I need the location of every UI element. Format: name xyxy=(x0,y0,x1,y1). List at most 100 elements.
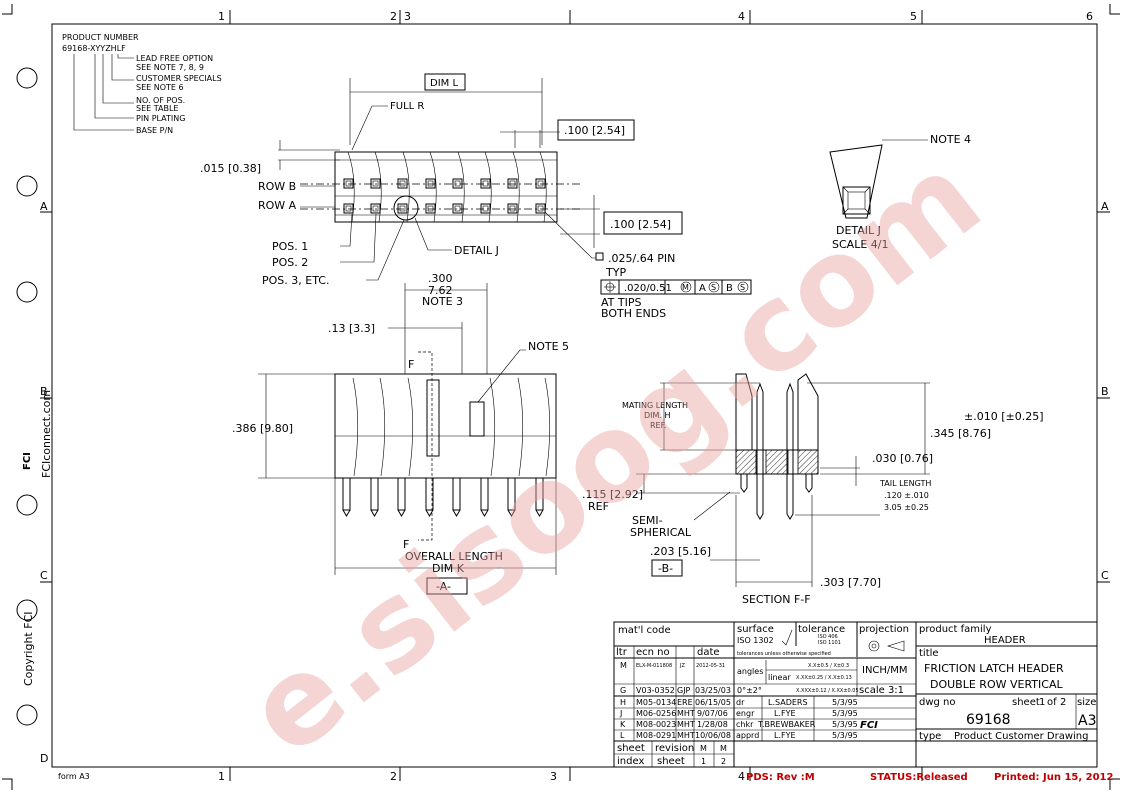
pos2-label: POS. 2 xyxy=(272,256,308,269)
sign-date: 5/3/95 xyxy=(832,731,858,740)
lin-tol-2: X.XX±0.25 / X.X±0.13 xyxy=(796,675,852,681)
type-value: Product Customer Drawing xyxy=(954,731,1088,742)
row-letter: C xyxy=(1101,569,1109,582)
datum-a: -A- xyxy=(436,580,451,593)
title-label: title xyxy=(919,648,939,659)
dim-l-label: DIM L xyxy=(430,78,458,89)
dim-115: .115 [2.92] xyxy=(582,488,643,501)
sheet-size: A3 xyxy=(1078,713,1096,729)
datum-b-box xyxy=(651,559,683,577)
dim-762: 7.62 xyxy=(428,284,453,297)
tol-a: A xyxy=(699,283,706,294)
row-letter: C xyxy=(40,569,48,582)
semi-label-1: SEMI- xyxy=(632,514,663,527)
sign-role: engr xyxy=(736,709,755,718)
rev-date: 9/07/06 xyxy=(697,709,728,718)
semi-label-2: SPHERICAL xyxy=(630,526,692,539)
rev-ltr: L xyxy=(620,731,625,740)
tol-value: .020/0.51 xyxy=(624,283,672,294)
dim-203: .203 [5.16] xyxy=(650,545,711,558)
iso1302: ISO 1302 xyxy=(737,636,774,645)
projection-symbol xyxy=(868,640,880,652)
rev-ecn: ELX-M-011808 xyxy=(636,663,672,669)
both-ends-label: BOTH ENDS xyxy=(601,307,666,320)
pitch-top-label: .100 [2.54] xyxy=(564,124,625,137)
rev-ltr: J xyxy=(619,709,622,718)
surface-label: surface xyxy=(737,624,774,635)
part-number: 69168-XYYZHLF xyxy=(62,44,126,53)
size-label: size xyxy=(1077,697,1096,708)
sheet-row-label: sheet xyxy=(617,743,645,754)
legend-line: NO. OF POS. xyxy=(136,96,185,105)
section-view: MATING LENGTH DIM. H REF. ±.010 [±0.25] … xyxy=(582,373,1044,606)
sign-role: apprd xyxy=(736,731,759,740)
dwg-number: 69168 xyxy=(966,712,1011,728)
dim-box xyxy=(424,73,466,91)
connector-front-body xyxy=(334,373,557,479)
tol-b: B xyxy=(726,283,733,294)
rev-date: 06/15/05 xyxy=(695,698,731,707)
detail-j-title: DETAIL J xyxy=(836,224,881,237)
col-number: 3 xyxy=(550,770,557,783)
punch-hole xyxy=(16,494,38,516)
lin-tol-3: X.XXX±0.12 / X.XX±0.05 xyxy=(796,688,859,694)
inner-border xyxy=(51,23,1098,768)
form-label: form A3 xyxy=(58,772,90,781)
idx-cell: 1 xyxy=(701,757,706,766)
col-number: 2 xyxy=(390,770,397,783)
pitch-side-label: .100 [2.54] xyxy=(610,218,671,231)
rev-by: MHT xyxy=(677,720,695,729)
full-r-label: FULL R xyxy=(390,101,424,112)
type-label: type xyxy=(919,731,941,742)
col-number: 1 xyxy=(218,10,225,23)
title-block: mat'l code surface ISO 1302 tolerance IS… xyxy=(613,621,1098,768)
rev-ltr: K xyxy=(620,720,626,729)
printed-date: Printed: Jun 15, 2012 xyxy=(994,772,1114,783)
col-ecn: ecn no xyxy=(636,647,670,658)
projection-label: projection xyxy=(859,624,909,635)
status: STATUS:Released xyxy=(870,772,968,783)
sign-name: L.FYE xyxy=(774,709,796,718)
col-number: 3 xyxy=(404,10,411,23)
legend-line: LEAD FREE OPTION xyxy=(136,54,213,63)
fci-logo: FCI xyxy=(860,720,878,731)
rev-cell: M xyxy=(720,744,727,753)
top-view: DIM L FULL R .100 [2.54] .015 [0.38] ROW… xyxy=(200,73,752,320)
drawing-title-2: DOUBLE ROW VERTICAL xyxy=(930,678,1063,691)
col-number: 6 xyxy=(1086,10,1093,23)
rev-ecn: M08-0023 xyxy=(636,720,676,729)
of-value: 2 xyxy=(1060,697,1066,708)
dim-300: .300 xyxy=(428,272,453,285)
corner-mark xyxy=(2,778,13,790)
linear-label: linear xyxy=(768,673,791,682)
rev-by: MHT xyxy=(677,709,695,718)
pos3-label: POS. 3, ETC. xyxy=(262,274,329,287)
legend-line: SEE NOTE 7, 8, 9 xyxy=(136,63,204,72)
sign-name: T.BREWBAKER xyxy=(757,720,816,729)
copyright: Copyright FCI xyxy=(22,612,35,687)
note5-label: NOTE 5 xyxy=(528,340,569,353)
ref-label: REF xyxy=(588,500,609,513)
dim-13: .13 [3.3] xyxy=(328,322,375,335)
sign-role: chkr xyxy=(736,720,754,729)
sign-date: 5/3/95 xyxy=(832,698,858,707)
row-letter: B xyxy=(1101,385,1109,398)
dim-box xyxy=(603,211,683,235)
sheet2-row-label: sheet xyxy=(657,756,685,767)
legend-line: BASE P/N xyxy=(136,126,173,135)
sheet-value: 1 xyxy=(1039,697,1045,708)
rev-ecn: M05-0134 xyxy=(636,698,676,707)
dim-030: .030 [0.76] xyxy=(872,452,933,465)
detail-j-circle xyxy=(393,195,419,221)
rev-date: 1/28/08 xyxy=(697,720,728,729)
rev-by: MHT xyxy=(677,731,695,740)
col-date: date xyxy=(697,647,720,658)
tol-s1: S xyxy=(711,283,716,292)
section-tol: ±.010 [±0.25] xyxy=(964,410,1044,423)
typ-label: TYP xyxy=(605,266,626,279)
drawing-title-1: FRICTION LATCH HEADER xyxy=(924,662,1064,675)
section-latch-left xyxy=(735,373,753,451)
section-f-top: F xyxy=(408,358,414,371)
sign-name: L.FYE xyxy=(774,731,796,740)
